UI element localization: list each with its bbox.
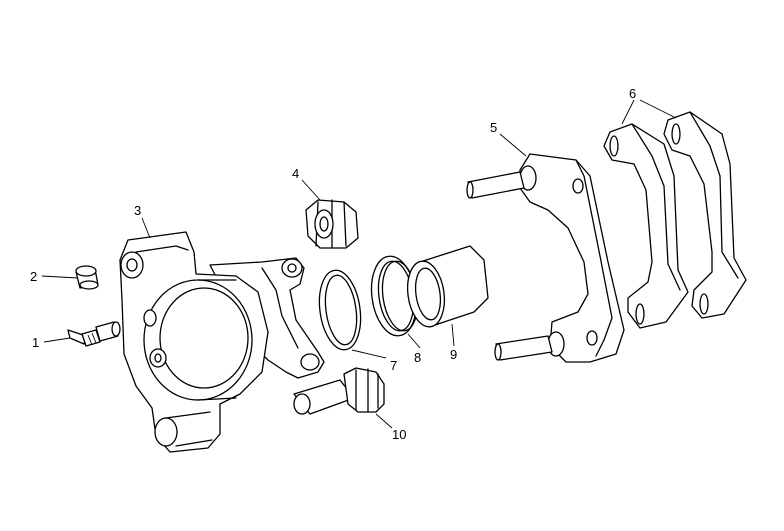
leader-4 [301,179,321,201]
leader-5 [499,133,527,157]
part-caliper-body [119,231,325,453]
part-piston [406,245,489,328]
leader-6a [621,99,635,125]
leader-9 [451,323,455,347]
leader-10 [375,413,393,429]
callout-6: 6 [629,86,636,101]
leader-6b [639,99,677,119]
part-caliper-bracket [466,153,625,363]
part-brake-pads [603,111,747,329]
part-bleed-cap [75,265,99,290]
part-bleed-screw [67,321,121,347]
callout-8: 8 [414,350,421,365]
callout-4: 4 [292,166,299,181]
callout-9: 9 [450,347,457,362]
part-guide-pin-boot [293,367,385,415]
part-piston-seal [318,269,362,351]
part-guide-boot [305,199,359,249]
callout-labels: 1 2 3 4 5 6 7 8 9 10 [30,86,636,442]
leader-7 [351,349,387,359]
callout-7: 7 [390,358,397,373]
callout-5: 5 [490,120,497,135]
leader-1 [43,337,71,343]
leader-lines [41,99,677,429]
callout-2: 2 [30,269,37,284]
leader-3 [141,217,151,239]
part-dust-seal [370,255,419,337]
callout-10: 10 [392,427,406,442]
callout-3: 3 [134,203,141,218]
callout-1: 1 [32,335,39,350]
leader-2 [41,275,79,279]
leader-8 [407,333,421,349]
